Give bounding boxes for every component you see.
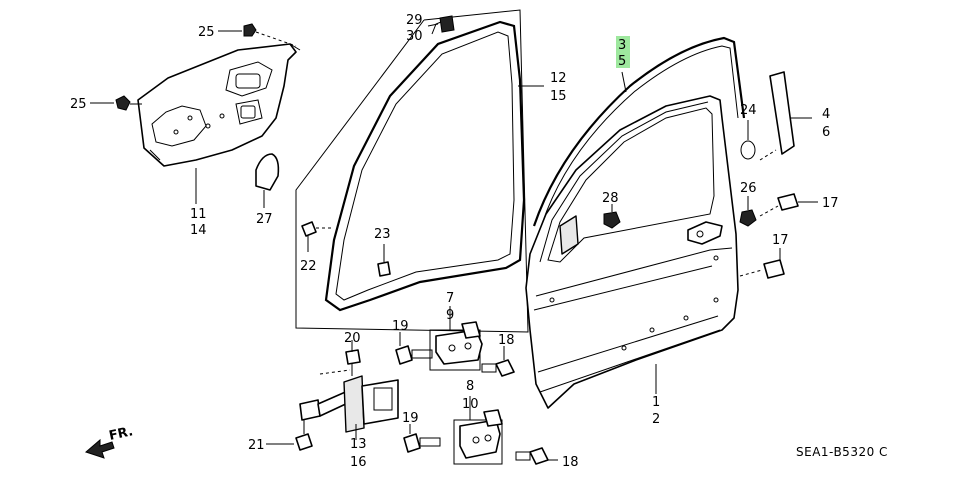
diagram-code: SEA1-B5320 C <box>796 445 888 459</box>
callout-25-left: 25 <box>70 97 87 112</box>
fastener-23 <box>377 244 391 277</box>
door-weatherstrip <box>324 19 526 312</box>
door-sash-molding <box>532 36 746 227</box>
bolt-19-lower <box>403 424 441 453</box>
callout-9: 9 <box>446 308 454 323</box>
callout-22: 22 <box>300 259 317 274</box>
weatherstrip-bracket <box>295 9 529 333</box>
callout-28: 28 <box>602 191 619 206</box>
fastener-22 <box>301 221 332 252</box>
highlight-3 <box>616 36 630 52</box>
upper-hinge <box>429 306 483 371</box>
pillar-garnish <box>759 71 812 161</box>
callout-16: 16 <box>350 455 367 470</box>
door-inner-panel <box>137 43 301 167</box>
clip-25-left <box>90 95 142 111</box>
callout-10: 10 <box>462 397 479 412</box>
callout-5: 5 <box>618 54 626 69</box>
bolt-19-upper <box>395 332 433 365</box>
buffer-17-upper <box>759 193 818 217</box>
callout-11: 11 <box>190 207 207 222</box>
nut-21 <box>266 420 313 451</box>
callout-19-lower: 19 <box>402 411 419 426</box>
callout-25-top: 25 <box>198 25 215 40</box>
callout-18-upper: 18 <box>498 333 515 348</box>
lower-hinge <box>453 396 503 465</box>
callout-2: 2 <box>652 412 660 427</box>
callout-13: 13 <box>350 437 367 452</box>
o-ring-24 <box>740 120 756 160</box>
callout-29: 29 <box>406 13 423 28</box>
grommet-28 <box>603 204 621 229</box>
callout-7: 7 <box>446 291 454 306</box>
callout-15: 15 <box>550 89 567 104</box>
callout-18-lower: 18 <box>562 455 579 470</box>
bolt-18-upper <box>481 346 515 377</box>
door-shell <box>525 95 739 409</box>
buffer-17-lower <box>739 248 785 279</box>
callout-23: 23 <box>374 227 391 242</box>
front-direction-arrow <box>85 438 115 459</box>
bolt-18-lower <box>515 447 558 465</box>
callout-14: 14 <box>190 223 207 238</box>
callout-21: 21 <box>248 438 265 453</box>
callout-6: 6 <box>822 125 830 140</box>
callout-4: 4 <box>822 107 830 122</box>
part-27-cover <box>255 153 280 208</box>
callout-1: 1 <box>652 395 660 410</box>
highlight-5 <box>616 52 630 68</box>
callout-27: 27 <box>256 212 273 227</box>
callout-12: 12 <box>550 71 567 86</box>
callout-8: 8 <box>466 379 474 394</box>
callout-24: 24 <box>740 103 757 118</box>
callout-30: 30 <box>406 29 423 44</box>
callout-20: 20 <box>344 331 361 346</box>
bolt-20 <box>345 340 361 376</box>
clip-29-30 <box>427 15 455 33</box>
front-direction-label: FR. <box>108 424 135 444</box>
callout-3: 3 <box>618 38 626 53</box>
clip-25-top <box>218 23 297 47</box>
nut-26 <box>739 196 757 227</box>
callout-26: 26 <box>740 181 757 196</box>
callout-19-upper: 19 <box>392 319 409 334</box>
callout-17-upper: 17 <box>822 196 839 211</box>
door-checker <box>299 369 399 433</box>
callout-17-lower: 17 <box>772 233 789 248</box>
